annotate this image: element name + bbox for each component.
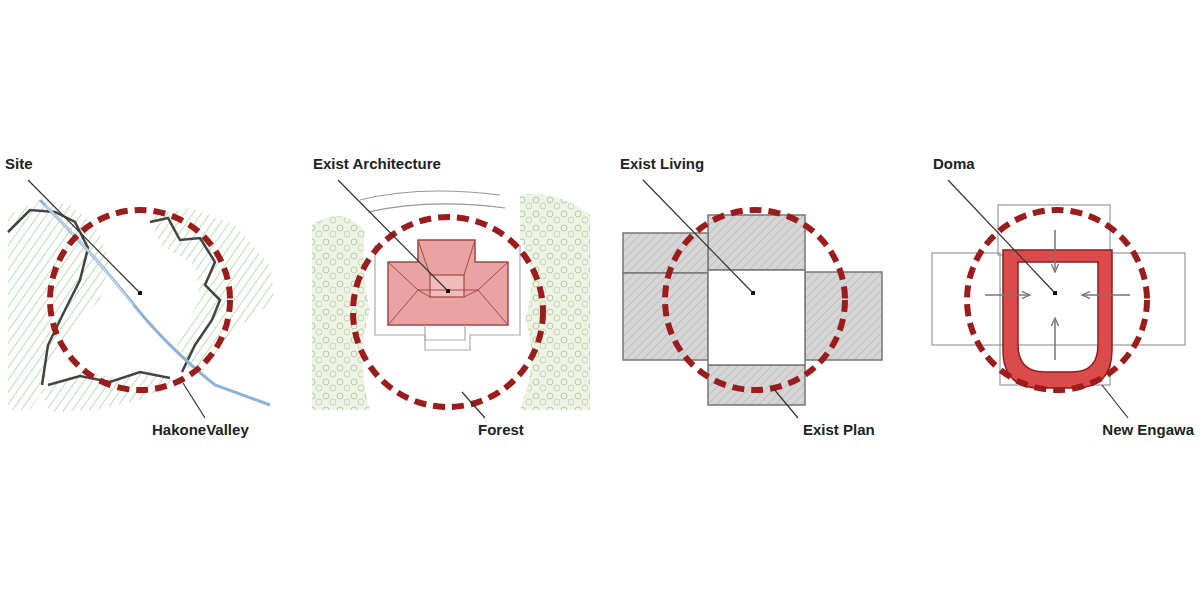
forest-label: Forest — [478, 421, 524, 439]
architecture-plan — [312, 191, 590, 410]
leader-lines — [28, 180, 1128, 418]
focus-circle — [50, 210, 230, 390]
focus-circle — [967, 210, 1147, 390]
engawa-label: New Engawa — [1102, 421, 1194, 439]
valley-label: HakoneValley — [152, 421, 249, 439]
valley-map — [8, 200, 275, 412]
architecture-label: Exist Architecture — [313, 155, 441, 173]
doma-label: Doma — [933, 155, 975, 173]
focus-circle — [665, 210, 845, 390]
plan-label: Exist Plan — [803, 421, 875, 439]
living-label: Exist Living — [620, 155, 704, 173]
site-label: Site — [5, 155, 33, 173]
focus-circle — [353, 217, 543, 407]
